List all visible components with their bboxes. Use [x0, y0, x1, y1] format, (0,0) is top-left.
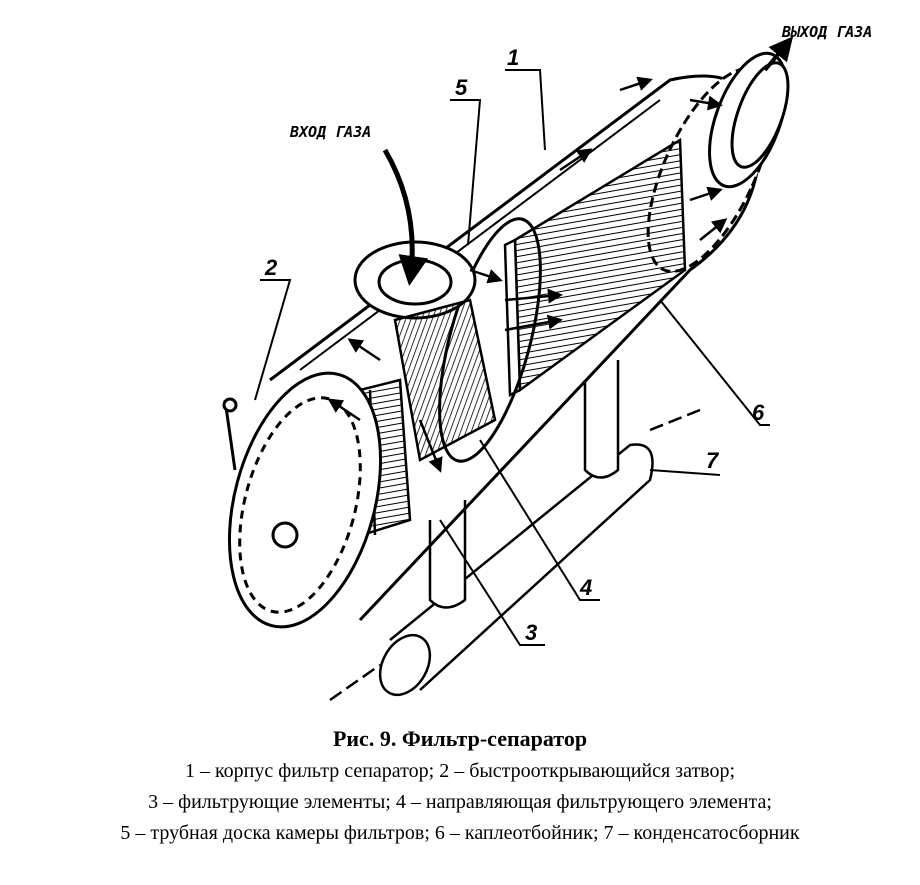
- gas-inlet-arrow: [382, 148, 429, 286]
- callout-2: 2: [264, 255, 278, 280]
- callout-6: 6: [752, 400, 765, 425]
- filter-separator-diagram: ВХОД ГАЗА ВЫХОД ГАЗА 1 2 3 4 5 6 7: [222, 23, 872, 702]
- condensate-collector: [329, 408, 701, 702]
- demister: [503, 137, 687, 397]
- caption-line-1: 1 – корпус фильтр сепаратор; 2 – быстроо…: [184, 760, 736, 782]
- callout-1: 1: [507, 45, 519, 70]
- gas-outlet-label: ВЫХОД ГАЗА: [781, 23, 872, 41]
- support-legs: [428, 360, 620, 609]
- caption-line-3: 5 – трубная доска камеры фильтров; 6 – к…: [120, 822, 800, 844]
- figure-caption: Рис. 9. Фильтр-сепаратор 1 – корпус филь…: [0, 720, 920, 885]
- callout-3: 3: [525, 620, 537, 645]
- flow-arrows: [327, 76, 728, 473]
- gas-inlet-label: ВХОД ГАЗА: [289, 123, 371, 141]
- callout-4: 4: [579, 575, 592, 600]
- leader-lines: [254, 69, 770, 646]
- tube-sheet: [393, 298, 497, 462]
- quick-opening-closure: [222, 371, 383, 629]
- gas-outlet-flange: [708, 51, 790, 189]
- callout-7: 7: [706, 448, 720, 473]
- gas-outlet-arrow: [763, 36, 794, 72]
- caption-line-2: 3 – фильтрующие элементы; 4 – направляющ…: [148, 791, 772, 813]
- caption-title: Рис. 9. Фильтр-сепаратор: [332, 726, 588, 751]
- callout-5: 5: [455, 75, 468, 100]
